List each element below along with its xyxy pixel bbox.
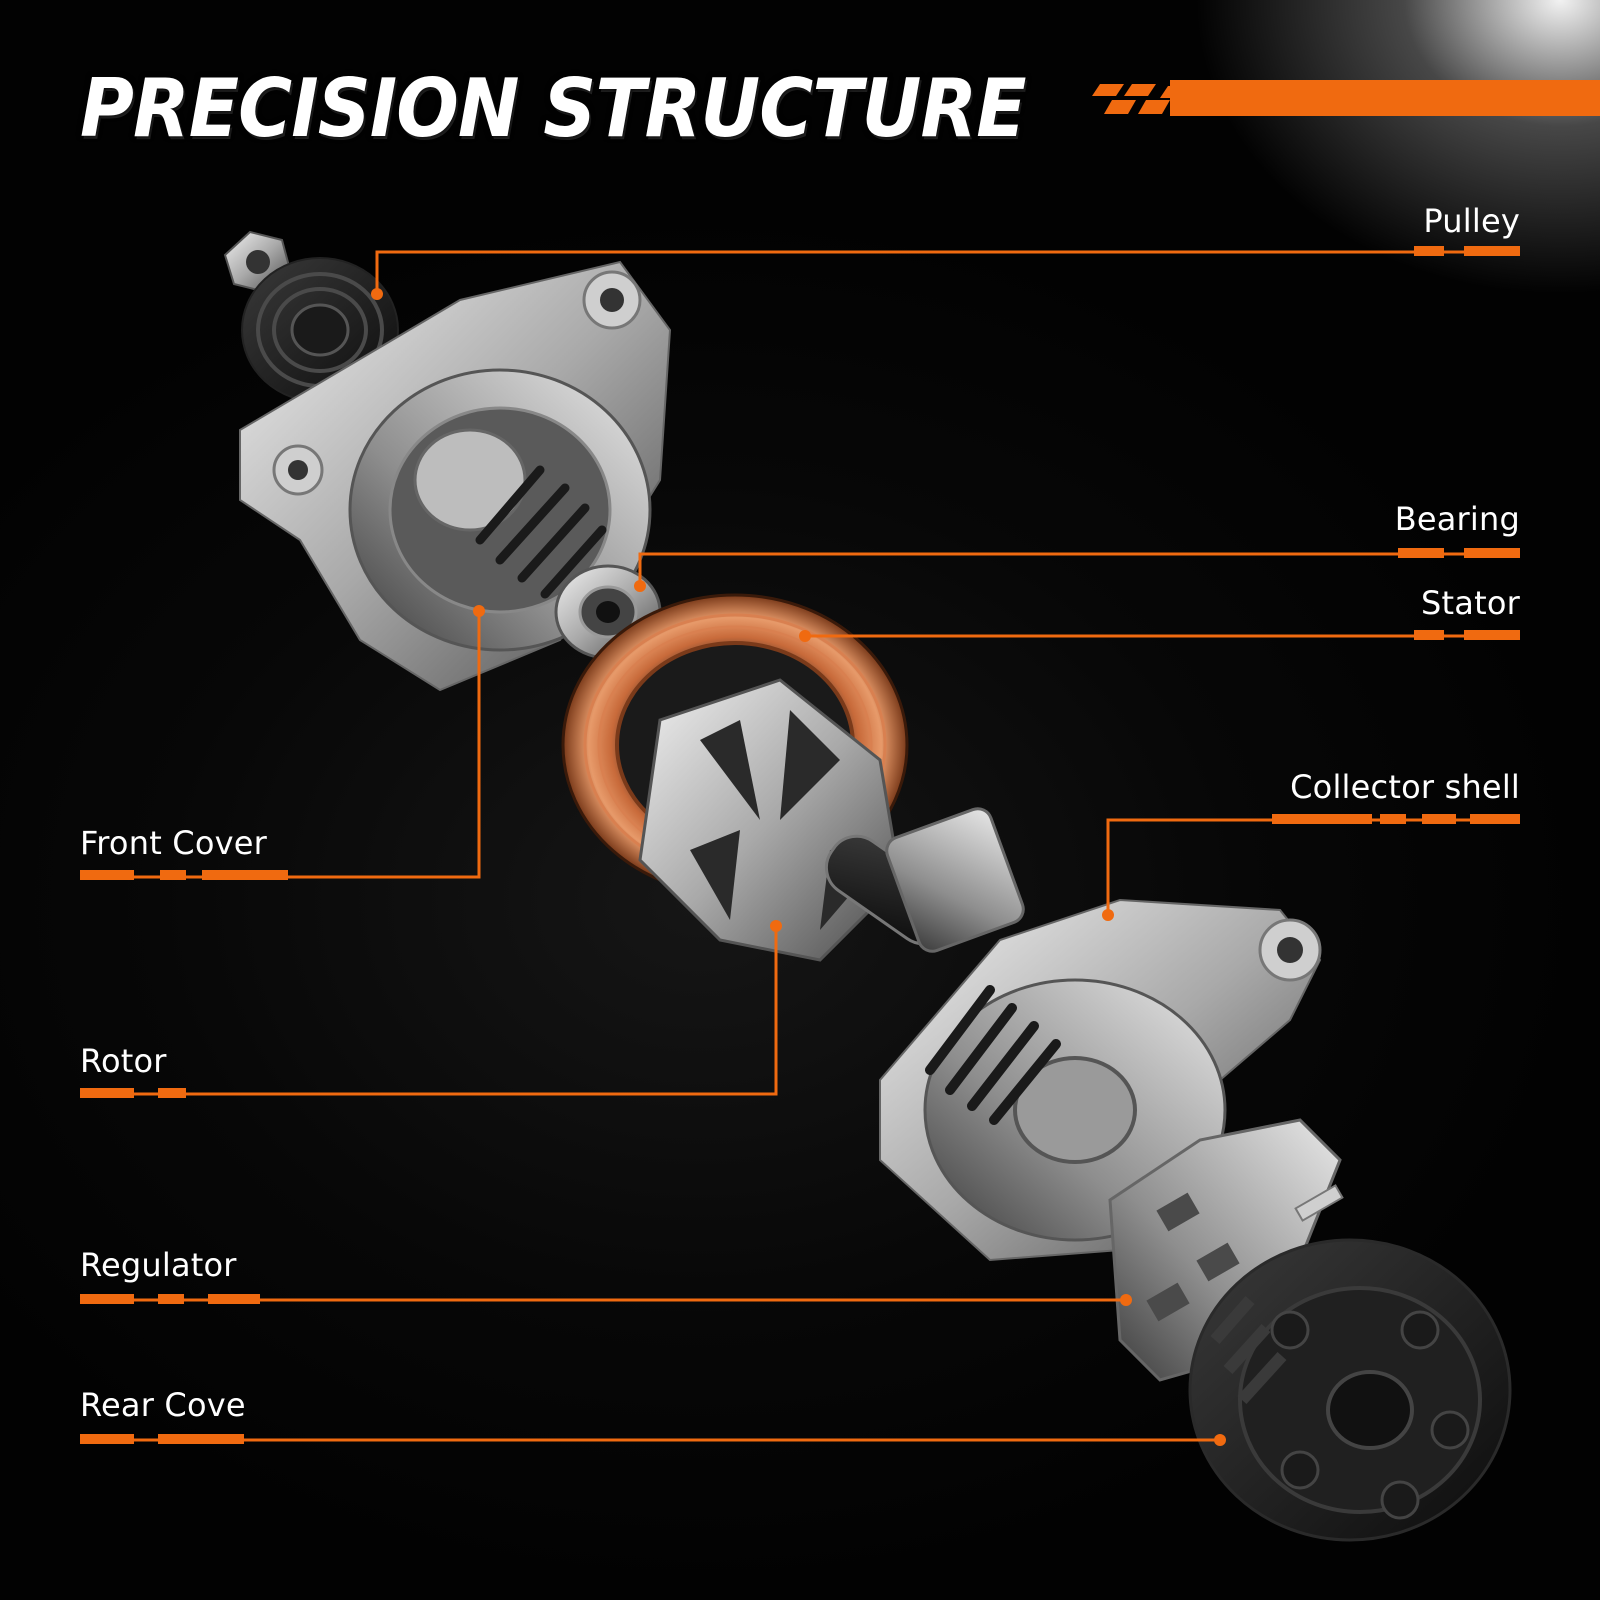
rotor-part [638, 678, 1025, 962]
label-collector-shell: Collector shell [1290, 768, 1520, 806]
leader-collector-shell [1106, 818, 1520, 915]
label-front-cover: Front Cover [80, 824, 268, 862]
leader-bearing [638, 552, 1520, 586]
label-rotor: Rotor [80, 1042, 167, 1080]
page-title: PRECISION STRUCTURE [80, 62, 1026, 155]
pulley-part [223, 230, 399, 403]
leader-dots [371, 288, 1226, 1446]
label-pulley: Pulley [1423, 202, 1520, 240]
collector-shell-part [879, 898, 1322, 1262]
leader-rotor [80, 926, 778, 1096]
label-rear-cover: Rear Cove [80, 1386, 246, 1424]
title-accent-bar [1092, 80, 1600, 116]
label-underlines [80, 246, 1520, 1444]
rear-cover-part [1188, 1238, 1512, 1542]
label-bearing: Bearing [1394, 500, 1520, 538]
label-stator: Stator [1421, 584, 1520, 622]
leader-pulley [375, 250, 1520, 294]
label-regulator: Regulator [80, 1246, 237, 1284]
